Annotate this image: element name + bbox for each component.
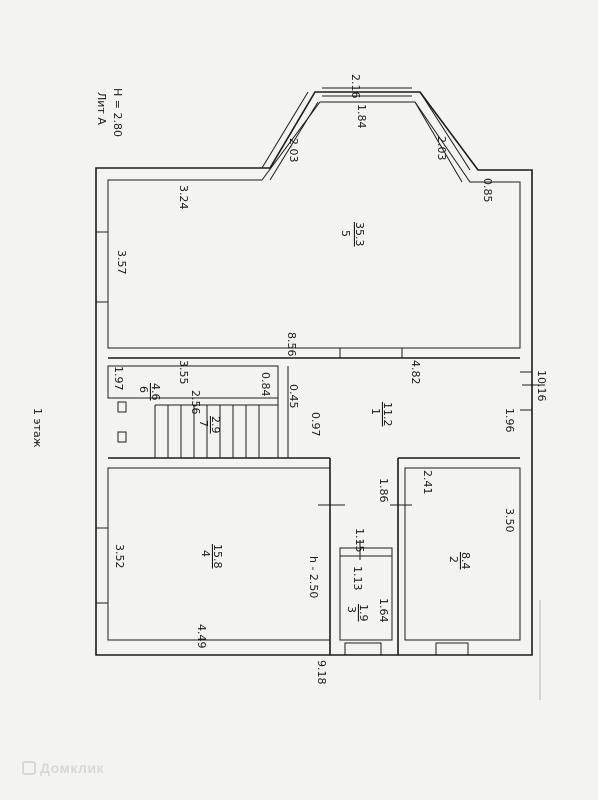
window-room4 <box>95 527 109 604</box>
room1-number: 1 <box>369 408 382 415</box>
dim-outer-length: 9.18 <box>315 660 328 685</box>
room3-number: 3 <box>345 606 358 613</box>
inner-wall-room5 <box>107 101 521 349</box>
dim-room1-width-a: 0.97 <box>309 412 322 437</box>
room5-number: 5 <box>339 230 352 237</box>
bay-window-left <box>261 91 319 181</box>
room6-number: 6 <box>137 386 150 393</box>
bay-window-right <box>414 91 471 183</box>
watermark-text: Домклик <box>40 760 105 776</box>
dim-room4-width: 3.52 <box>113 544 126 569</box>
labels: 1 этаж Лит А Н = 2.80 2.16 1.84 2.03 2.0… <box>31 74 548 685</box>
room4-area: 15.8 <box>211 544 224 569</box>
room3-area: 1.9 <box>357 604 370 622</box>
window-room5 <box>95 231 109 303</box>
window-room3 <box>344 642 382 656</box>
outer-wall <box>95 91 533 656</box>
liter-label: Лит А <box>95 92 108 125</box>
dim-room3-c: 1.64 <box>377 598 390 623</box>
dim-corridor: 1.86 <box>377 478 390 503</box>
dim-room3-b: 1.13 <box>351 566 364 591</box>
room3-wall <box>339 547 393 641</box>
height-label: Н = 2.80 <box>111 88 124 137</box>
staircase <box>154 404 278 458</box>
room1-area: 11.2 <box>381 402 394 427</box>
dim-room5-right: 0.85 <box>481 178 494 203</box>
dim-room1-length: 4.82 <box>409 360 422 385</box>
dim-room4-height: h - 2.50 <box>307 556 320 598</box>
dim-stair-length: 2.56 <box>189 390 202 415</box>
dim-bay-right: 2.03 <box>435 136 448 161</box>
vent-b <box>117 431 127 443</box>
dim-room6-width: 1.97 <box>112 366 125 391</box>
vent-a <box>117 401 127 413</box>
dim-step-a: 0.84 <box>259 372 272 397</box>
dim-room2-length: 2.41 <box>421 470 434 495</box>
dim-room3-a: 1.15 <box>353 528 366 553</box>
dim-room6-length: 3.55 <box>177 360 190 385</box>
window-room2 <box>435 642 469 656</box>
room4-number: 4 <box>199 550 212 557</box>
room2-wall <box>404 467 521 641</box>
dim-room1-width: 1.96 <box>503 408 516 433</box>
room2-number: 2 <box>447 556 460 563</box>
room7-number: 7 <box>197 420 210 427</box>
dim-room5-left: 3.24 <box>177 185 190 210</box>
dim-room5-width: 3.57 <box>115 250 128 275</box>
dim-bay-outer: 2.16 <box>349 74 362 99</box>
dim-room2-width: 3.50 <box>503 508 516 533</box>
home-icon <box>22 761 36 775</box>
dim-step-b: 0.45 <box>287 384 300 409</box>
room2-area: 8.4 <box>459 552 472 570</box>
room7-area: 2.9 <box>209 416 222 434</box>
dim-outer-width: 10.16 <box>535 370 548 402</box>
room5-area: 35.3 <box>353 222 366 247</box>
dim-room4-length: 4.49 <box>195 624 208 649</box>
dim-bay-left: 2.03 <box>287 138 300 163</box>
room6-area: 4.6 <box>149 383 162 401</box>
watermark: Домклик <box>22 760 104 776</box>
dim-room5-length: 8.56 <box>285 332 298 357</box>
floor-label: 1 этаж <box>31 408 44 448</box>
dim-bay-inner: 1.84 <box>355 104 368 129</box>
